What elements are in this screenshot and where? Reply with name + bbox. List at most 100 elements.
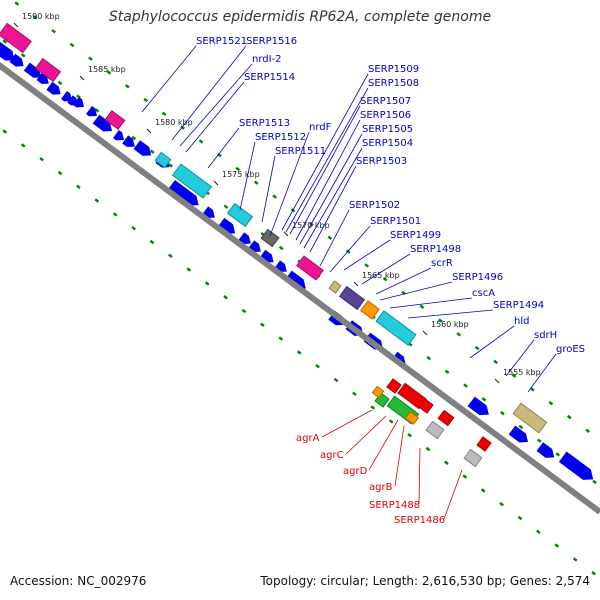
gene-label-serp1502[interactable]: SERP1502 [349, 200, 400, 211]
feature-magenta [104, 110, 126, 130]
tick-mark [536, 529, 541, 534]
tick-mark [437, 318, 443, 323]
tick-mark [57, 80, 63, 86]
gene-label-serp1503[interactable]: SERP1503 [356, 156, 407, 167]
gene-label-serp1512[interactable]: SERP1512 [255, 132, 306, 143]
leader-line [309, 165, 357, 253]
tick-mark [390, 311, 393, 313]
feature-purple [338, 285, 366, 311]
cds-arrow [508, 425, 529, 443]
leader-line [289, 105, 361, 235]
gene-label-serp1511[interactable]: SERP1511 [275, 146, 326, 157]
tick-mark [206, 174, 209, 176]
gene-label-serp1498[interactable]: SERP1498 [410, 244, 461, 255]
leader-line [329, 225, 371, 273]
tick-mark [112, 212, 118, 217]
tick-mark [94, 198, 100, 203]
tick-mark [243, 201, 246, 203]
feature-red [476, 436, 492, 452]
leader-line [321, 409, 373, 438]
gene-label-serp1507[interactable]: SERP1507 [360, 96, 411, 107]
leader-line [285, 87, 369, 233]
leader-line [299, 133, 363, 245]
gene-labels: SERP1521SERP1516nrdI-2SERP1514SERP1513SE… [196, 36, 585, 526]
gene-label-nrdi-2[interactable]: nrdI-2 [252, 54, 282, 65]
gene-label-serp1513[interactable]: SERP1513 [239, 118, 290, 129]
tick-mark [204, 281, 210, 286]
gene-label-serp1504[interactable]: SERP1504 [362, 138, 413, 149]
feature-tan [328, 280, 342, 294]
tick-mark [444, 460, 449, 466]
gene-label-serp1486[interactable]: SERP1486 [394, 515, 445, 526]
gene-label-serp1509[interactable]: SERP1509 [368, 64, 419, 75]
tick-mark [480, 488, 486, 493]
leader-line [443, 469, 463, 520]
feature-orange [360, 300, 380, 320]
gene-label-nrdf[interactable]: nrdF [309, 122, 332, 133]
tick-mark [20, 143, 26, 148]
gene-label-agra[interactable]: agrA [296, 433, 320, 444]
tick-mark [481, 397, 487, 402]
map-title: Staphylococcus epidermidis RP62A, comple… [108, 9, 492, 25]
tick-mark [530, 387, 535, 392]
tick-mark [253, 180, 259, 185]
gene-label-sdrh[interactable]: sdrH [534, 330, 557, 341]
leader-line [527, 353, 557, 393]
gene-label-agrd[interactable]: agrD [343, 466, 368, 477]
tick-mark [575, 449, 578, 451]
feature-magenta [296, 255, 324, 281]
tick-mark [427, 339, 430, 341]
gene-label-serp1496[interactable]: SERP1496 [452, 272, 503, 283]
tick-mark [132, 119, 135, 121]
leader-line [375, 267, 432, 295]
leader-line [418, 447, 421, 505]
tick-mark [591, 571, 596, 576]
gene-label-serp1514[interactable]: SERP1514 [244, 72, 295, 83]
gene-label-groes[interactable]: groES [556, 344, 585, 355]
tick-mark [296, 350, 302, 355]
leader-line [141, 45, 197, 113]
feature-cyan [171, 163, 213, 199]
gene-label-scrr[interactable]: scrR [431, 258, 453, 269]
tick-mark [278, 336, 284, 341]
gene-label-serp1501[interactable]: SERP1501 [370, 216, 421, 227]
tick-mark [388, 419, 394, 424]
tick-mark [131, 225, 136, 231]
gene-label-serp1488[interactable]: SERP1488 [369, 500, 420, 511]
tick-mark [95, 91, 98, 93]
cds-arrow [9, 53, 24, 67]
gene-label-agrb[interactable]: agrB [369, 482, 393, 493]
tick-mark [517, 515, 523, 521]
tick-mark [169, 146, 172, 148]
tick-mark [464, 366, 467, 368]
gene-label-serp1516[interactable]: SERP1516 [246, 36, 297, 47]
gene-label-serp1508[interactable]: SERP1508 [368, 78, 419, 89]
cds-arrow [46, 81, 61, 95]
gene-label-serp1499[interactable]: SERP1499 [390, 230, 441, 241]
feature-orange [404, 411, 420, 425]
tick-mark [593, 463, 596, 465]
tick-mark [223, 294, 228, 300]
scale-tick [494, 378, 500, 384]
gene-label-csca[interactable]: cscA [472, 288, 495, 299]
gene-label-agrc[interactable]: agrC [320, 450, 344, 461]
gene-label-serp1505[interactable]: SERP1505 [362, 124, 413, 135]
tick-mark [592, 479, 597, 485]
tick-mark [235, 166, 241, 172]
tick-mark [518, 424, 524, 430]
scale-label: 1590 kbp [22, 12, 60, 21]
gene-label-hld[interactable]: hld [514, 316, 529, 327]
gene-label-serp1521[interactable]: SERP1521 [196, 36, 247, 47]
gene-label-serp1506[interactable]: SERP1506 [360, 110, 411, 121]
tick-mark [482, 380, 485, 382]
scale-tick [13, 22, 19, 28]
tick-mark [335, 270, 338, 272]
tick-mark [260, 322, 265, 328]
gene-label-serp1494[interactable]: SERP1494 [493, 300, 544, 311]
cds-arrow [238, 232, 251, 245]
leader-line [361, 253, 411, 285]
tick-mark [278, 245, 284, 251]
tick-mark [463, 383, 468, 388]
tick-mark [186, 267, 192, 272]
tick-mark [382, 276, 388, 282]
